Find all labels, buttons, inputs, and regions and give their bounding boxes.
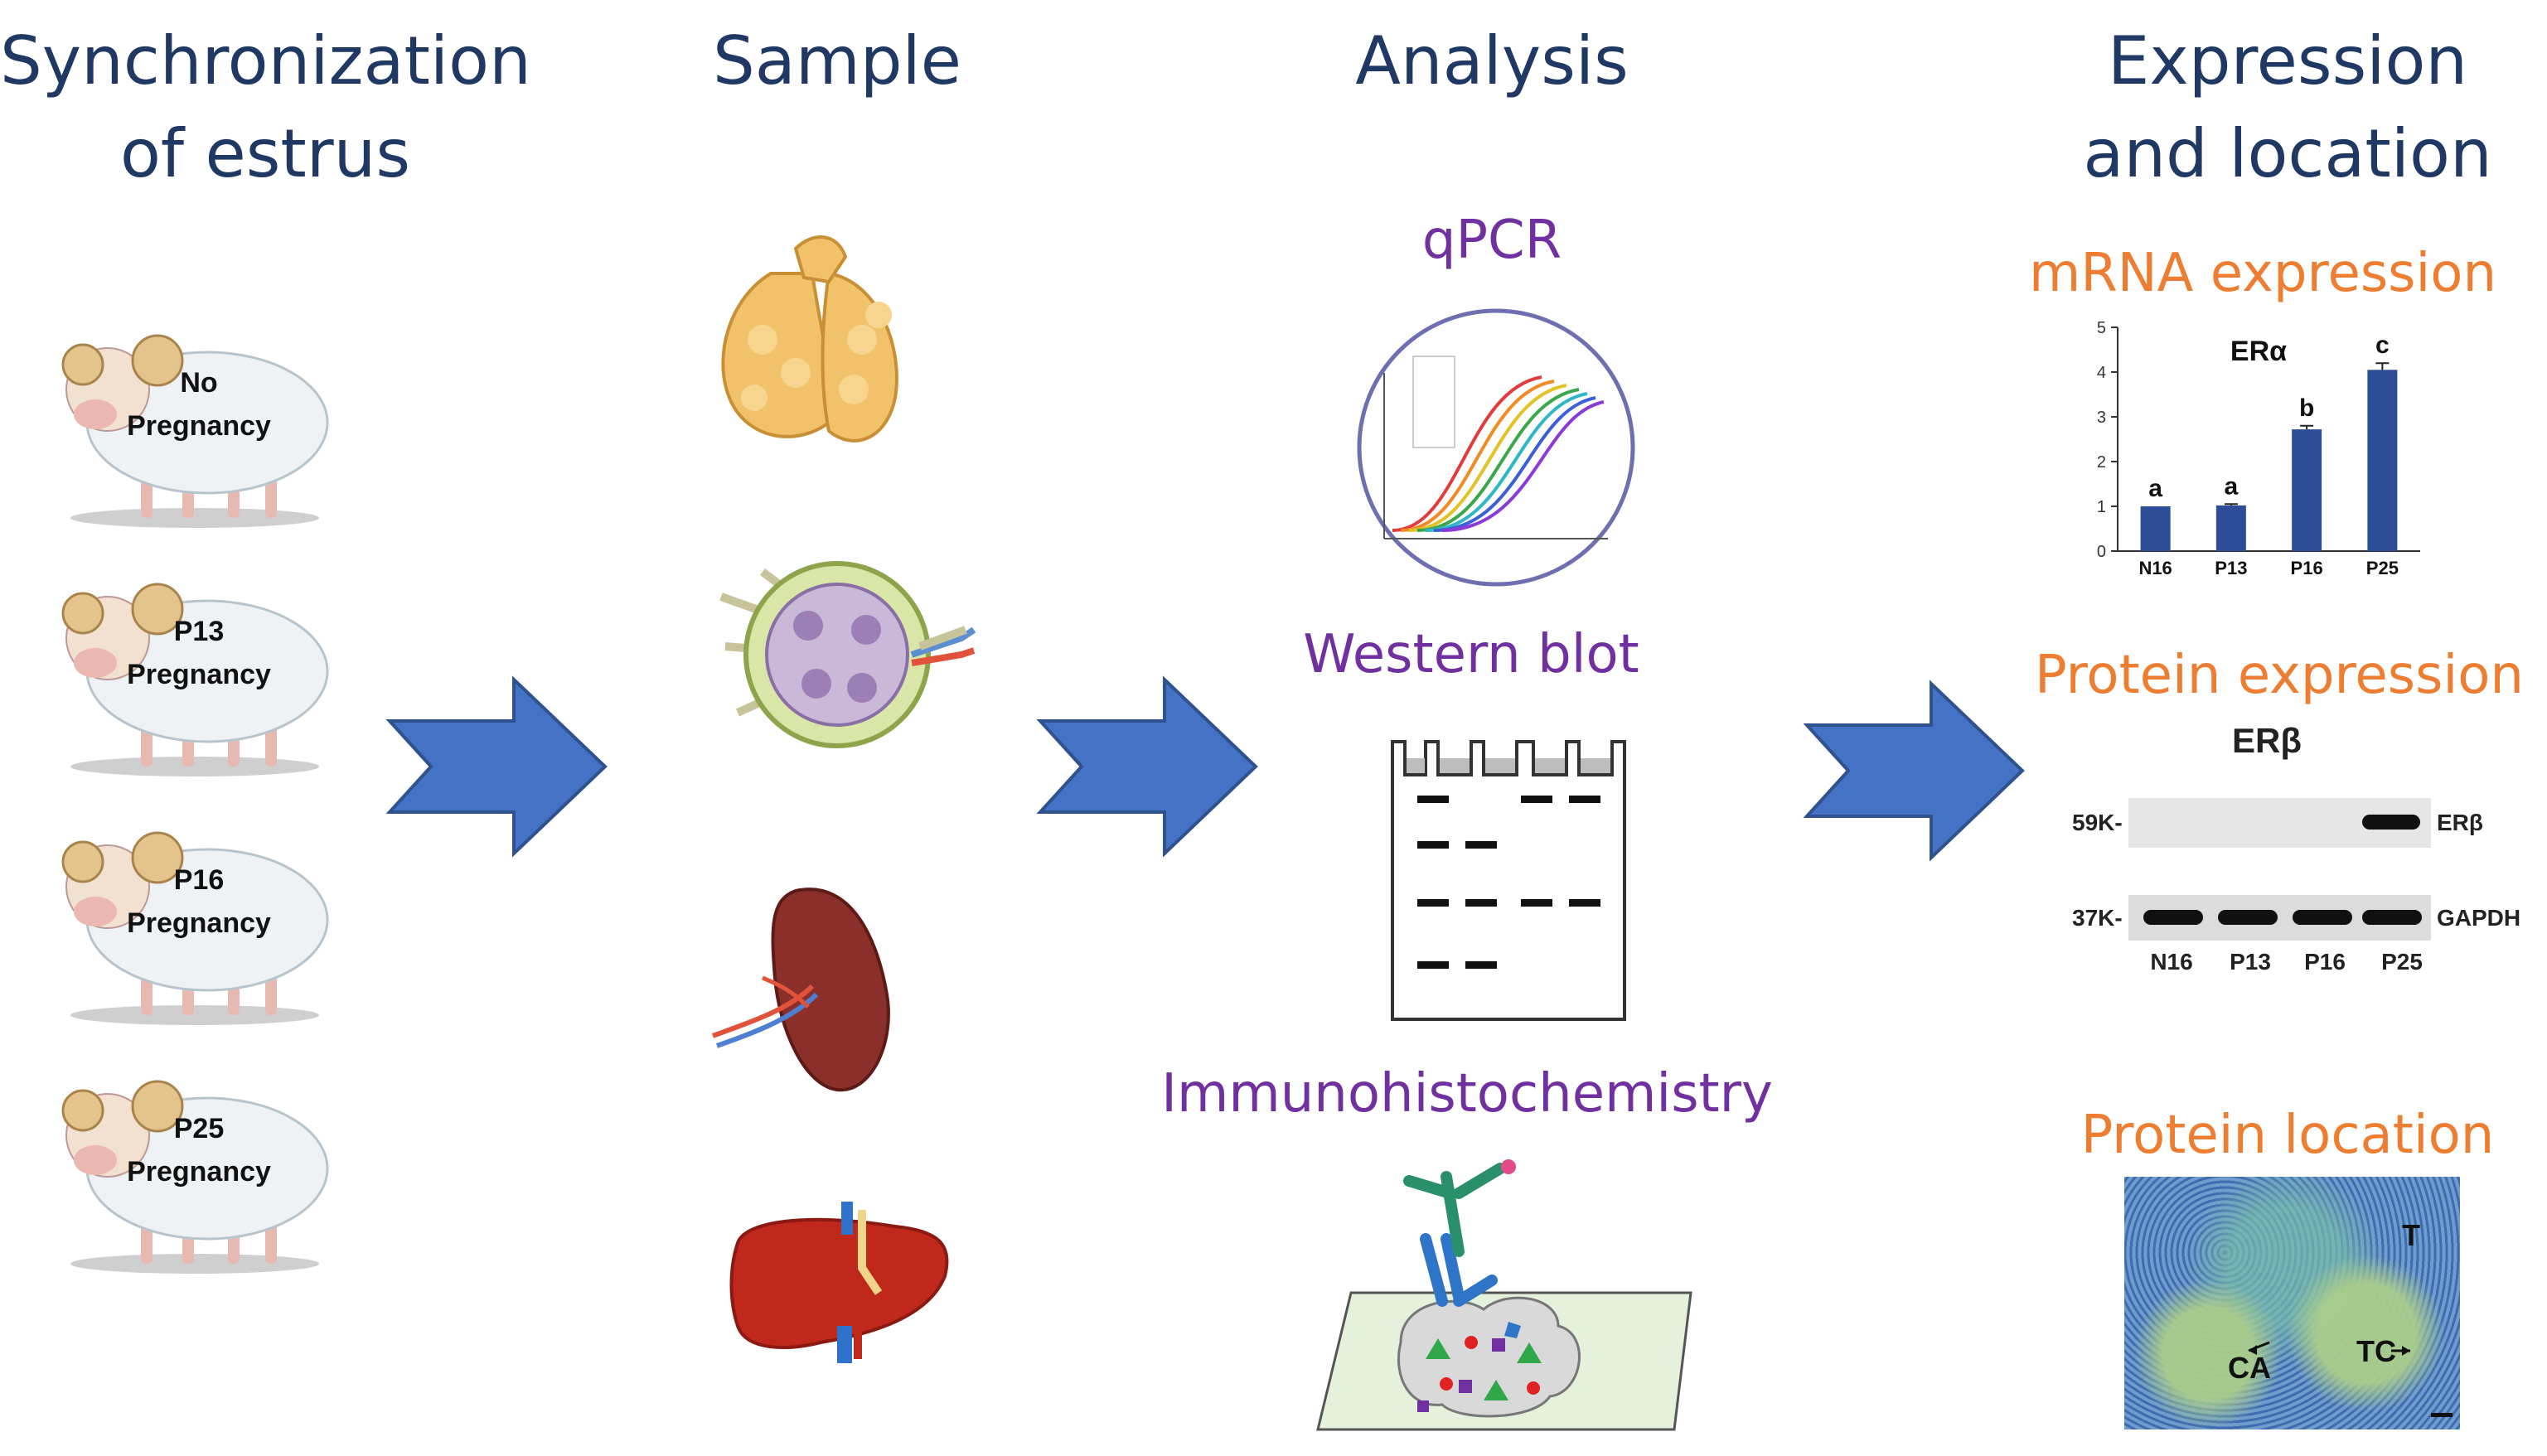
arrow-right-icon — [1036, 675, 1258, 858]
y-tick-label: 1 — [2097, 498, 2106, 516]
western-title: ERβ — [2232, 721, 2302, 760]
sheep-label: P13 Pregnancy — [99, 610, 298, 696]
arrow-right-icon — [1803, 680, 2025, 862]
significance-label: b — [2299, 394, 2314, 422]
y-tick-label: 3 — [2097, 409, 2106, 427]
arrow-right-icon — [385, 675, 608, 858]
protein-er-beta: ERβ — [2437, 810, 2483, 835]
sheep-label-line1: P13 — [173, 616, 225, 647]
blot-band — [2293, 910, 2352, 925]
y-tick-label: 4 — [2097, 364, 2106, 382]
sheep-p13-pregnancy: P13 Pregnancy — [50, 564, 332, 779]
micro-label-ca: CA — [2228, 1351, 2271, 1385]
bar — [2140, 506, 2171, 551]
micro-label-t: T — [2402, 1218, 2420, 1252]
blot-band — [2362, 815, 2420, 830]
significance-label: a — [2225, 472, 2239, 500]
heading-sync-line2: of estrus — [119, 115, 411, 192]
sheep-label-line2: Pregnancy — [127, 1156, 271, 1188]
label-mrna-expression: mRNA expression — [2028, 243, 2497, 304]
sheep-p25-pregnancy: P25 Pregnancy — [50, 1061, 332, 1276]
y-tick-label: 5 — [2097, 319, 2106, 337]
ihc-micrograph: T CA TC — [2124, 1177, 2460, 1429]
x-tick-label: P16 — [2291, 558, 2323, 578]
sheep-p16-pregnancy: P16 Pregnancy — [50, 812, 332, 1028]
heading-sample: Sample — [713, 22, 961, 99]
blot-band — [2143, 910, 2203, 925]
label-qpcr: qPCR — [1421, 210, 1562, 271]
sheep-label-line1: P25 — [173, 1113, 225, 1144]
sheep-label: No Pregnancy — [99, 361, 298, 447]
heading-synchronization: Synchronization of estrus — [0, 15, 531, 201]
bar — [2292, 429, 2322, 551]
blot-band — [2362, 910, 2422, 925]
label-protein-location: Protein location — [2080, 1105, 2495, 1166]
lane-label: P13 — [2230, 949, 2271, 975]
marker-37k: 37K- — [2072, 905, 2123, 931]
blot-strip-gapdh — [2128, 895, 2431, 941]
sheep-label-line2: Pregnancy — [127, 410, 271, 442]
label-western-blot: Western blot — [1303, 624, 1639, 685]
sheep-label: P25 Pregnancy — [99, 1107, 298, 1193]
bar — [2215, 505, 2246, 551]
heading-expression: Expression and location — [2056, 15, 2520, 201]
label-immunohistochemistry: Immunohistochemistry — [1161, 1063, 1773, 1125]
marker-59k: 59K- — [2072, 810, 2123, 835]
significance-label: a — [2148, 475, 2162, 502]
thymus-icon — [721, 235, 898, 443]
blot-strip-er — [2128, 798, 2431, 848]
sheep-label: P16 Pregnancy — [99, 859, 298, 945]
y-tick-label: 2 — [2097, 453, 2106, 472]
sheep-no-pregnancy: No Pregnancy — [50, 315, 332, 530]
x-tick-label: P25 — [2366, 558, 2399, 578]
lane-label: P25 — [2381, 949, 2423, 975]
heading-sync-line1: Synchronization — [0, 22, 531, 99]
y-tick-label: 0 — [2097, 543, 2106, 561]
heading-expression-line1: Expression — [2107, 22, 2468, 99]
sheep-label-line2: Pregnancy — [127, 659, 271, 690]
sheep-label-line1: P16 — [173, 864, 225, 896]
x-tick-label: N16 — [2138, 558, 2172, 578]
sheep-label-line1: No — [180, 367, 218, 399]
heading-expression-line2: and location — [2083, 115, 2492, 192]
lane-label: N16 — [2150, 949, 2193, 975]
sheep-label-line2: Pregnancy — [127, 907, 271, 939]
bar — [2367, 370, 2398, 551]
spleen-icon — [711, 888, 890, 1092]
protein-gapdh: GAPDH — [2437, 905, 2521, 931]
lane-label: P16 — [2304, 949, 2346, 975]
chart-title: ERα — [2230, 336, 2287, 367]
blot-band — [2218, 910, 2278, 925]
x-tick-label: P13 — [2215, 558, 2247, 578]
label-protein-expression: Protein expression — [2035, 645, 2524, 706]
significance-label: c — [2375, 331, 2390, 359]
lymph-node-icon — [719, 561, 976, 748]
heading-analysis: Analysis — [1355, 22, 1629, 99]
liver-icon — [729, 1202, 949, 1363]
micro-label-tc: TC — [2356, 1334, 2396, 1368]
